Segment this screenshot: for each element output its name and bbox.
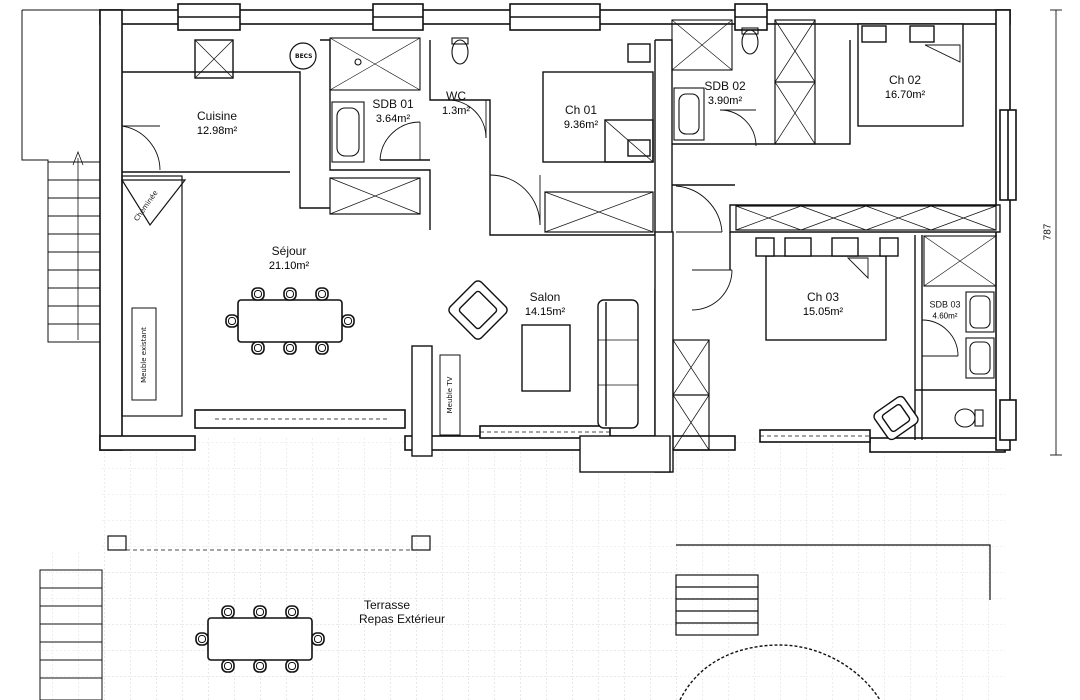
room-label-salon: Salon 14.15m² [525, 288, 565, 318]
terrace-line1: Terrasse [363, 598, 411, 612]
room-name: SDB 03 [929, 299, 961, 310]
door-swings [121, 99, 959, 357]
room-label-sdb02: SDB 02 3.90m² [704, 77, 745, 107]
terrace-tiles [40, 438, 1005, 700]
room-label-wc: WC 1.3m² [442, 87, 470, 117]
room-name: Ch 01 [564, 103, 598, 117]
room-name: Ch 03 [806, 290, 840, 304]
room-name: Cuisine [196, 109, 238, 123]
room-label-sdb01: SDB 01 3.64m² [372, 95, 413, 125]
room-name: Salon [529, 290, 561, 304]
living-furniture [448, 280, 919, 441]
dining-table-terrasse [195, 605, 325, 673]
room-label-sdb03: SDB 03 4.60m² [929, 298, 960, 321]
bathroom-fixtures [329, 19, 997, 428]
room-name: SDB 01 [372, 97, 414, 111]
room-label-sejour: Séjour 21.10m² [269, 242, 309, 272]
room-name: WC [446, 89, 466, 103]
meuble-tv-label: Meuble TV [446, 376, 454, 414]
room-area: 21.10m² [268, 260, 310, 272]
room-area: 1.3m² [441, 105, 471, 117]
wardrobes [544, 19, 997, 451]
exterior-walls [99, 3, 1017, 453]
room-area: 4.60m² [932, 311, 958, 321]
room-label-terrasse: Terrasse Repas Extérieur [359, 598, 445, 626]
dimension-label: 787 [1042, 223, 1054, 241]
terrace-line2: Repas Extérieur [358, 612, 446, 626]
room-name: Séjour [271, 244, 307, 258]
room-area: 15.05m² [802, 306, 844, 318]
room-name: SDB 02 [704, 79, 746, 93]
becs-label: BECS [295, 53, 313, 60]
room-label-ch01: Ch 01 9.36m² [564, 101, 598, 131]
exterior-staircase-left [21, 9, 101, 343]
kitchen-fixtures [120, 39, 461, 436]
room-area: 3.64m² [375, 113, 411, 125]
room-label-cuisine: Cuisine 12.98m² [197, 107, 237, 137]
room-area: 12.98m² [196, 125, 238, 137]
exterior-staircase-bottom-left [39, 569, 103, 700]
terrace-elements [107, 535, 991, 700]
dimension-line [1050, 9, 1062, 456]
room-name: Ch 02 [888, 73, 922, 87]
room-label-ch03: Ch 03 15.05m² [803, 288, 843, 318]
room-area: 9.36m² [563, 119, 599, 131]
room-label-ch02: Ch 02 16.70m² [885, 71, 925, 101]
beds [542, 23, 964, 341]
room-area: 16.70m² [884, 89, 926, 101]
room-area: 14.15m² [524, 306, 566, 318]
meuble-existant-label: Meuble existant [140, 327, 148, 383]
dining-table-sejour [225, 287, 355, 355]
room-area: 3.90m² [707, 95, 743, 107]
